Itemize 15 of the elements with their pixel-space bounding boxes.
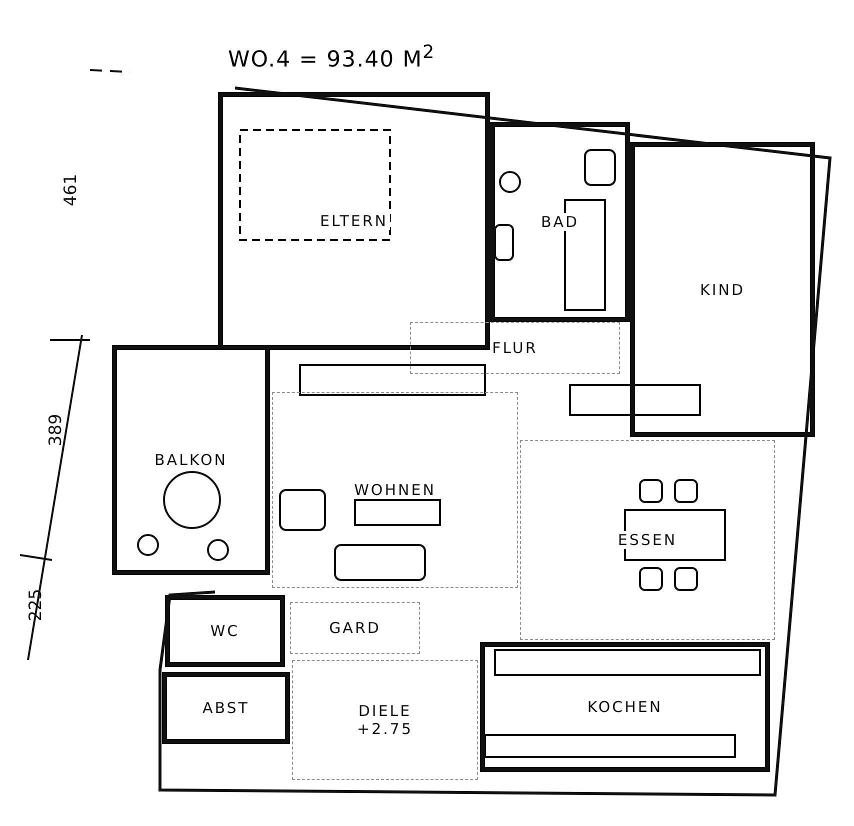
room — [218, 92, 490, 350]
room — [490, 122, 630, 322]
open-area — [292, 660, 478, 780]
dimension-value: 389 — [46, 414, 66, 446]
room — [162, 672, 290, 744]
room — [112, 345, 270, 575]
dimension-value: 461 — [61, 174, 82, 206]
room — [630, 142, 815, 437]
room — [480, 642, 770, 772]
open-area — [520, 440, 775, 640]
area-title: WO.4 = 93.40 M$^{2}$ — [228, 42, 436, 72]
open-area — [410, 322, 620, 374]
open-area — [290, 602, 420, 654]
open-area — [272, 392, 518, 588]
room — [165, 595, 285, 667]
